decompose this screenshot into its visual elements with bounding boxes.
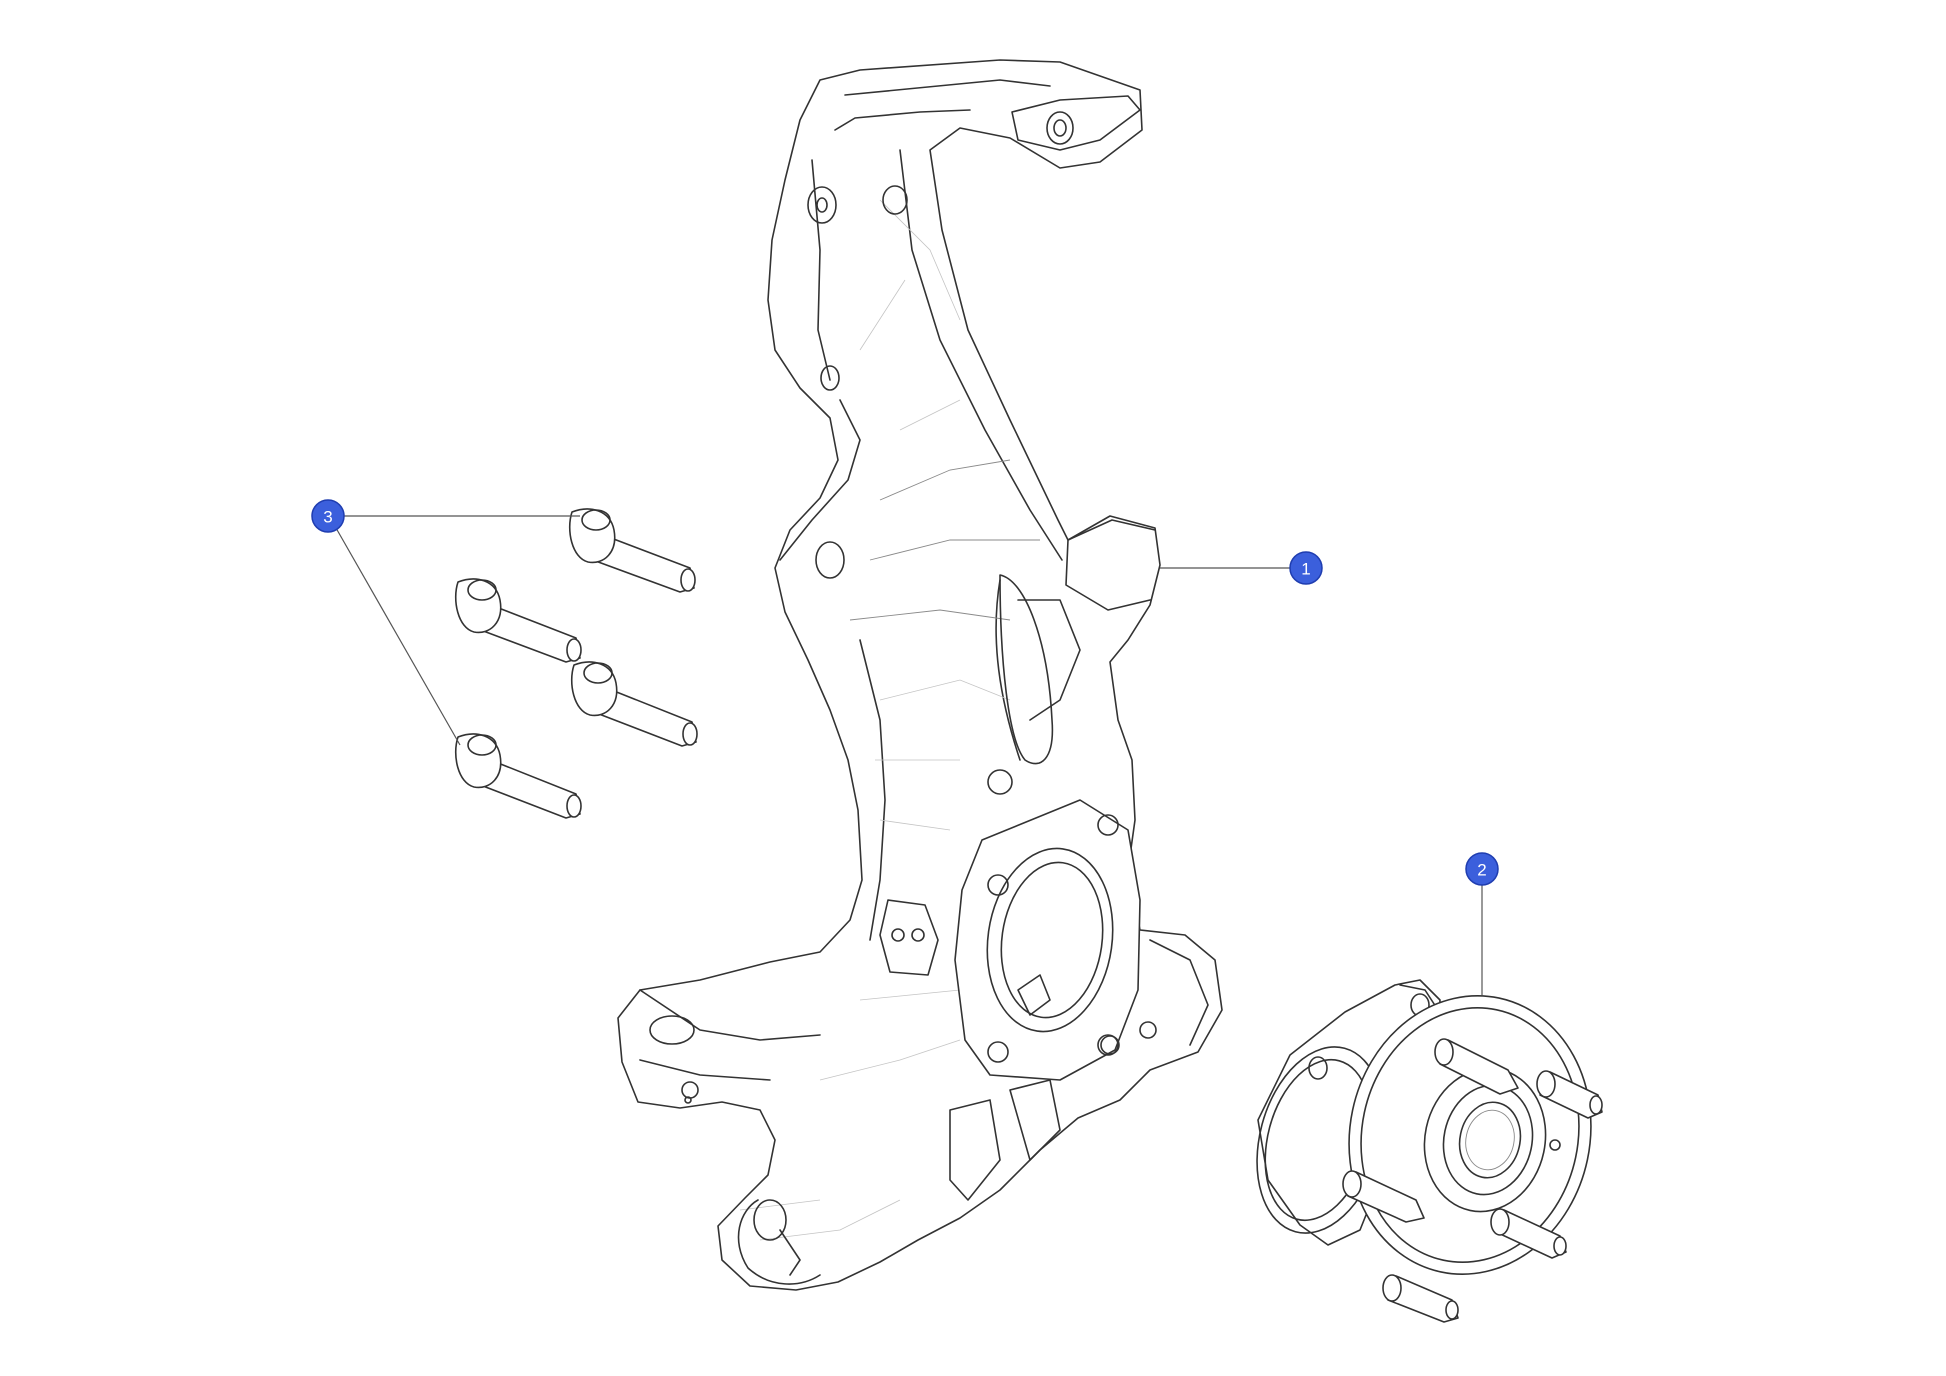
flange-bolt-1 <box>568 508 696 593</box>
wheel-hub-bearing-part <box>1256 979 1603 1323</box>
wheel-stud-1 <box>1434 1038 1519 1095</box>
callout-3-label: 3 <box>323 508 332 527</box>
wheel-stud-2 <box>1536 1070 1603 1119</box>
wheel-stud-5 <box>1382 1274 1459 1323</box>
flange-bolt-2 <box>454 578 582 663</box>
callout-3[interactable]: 3 <box>311 499 345 533</box>
callout-1-label: 1 <box>1301 560 1310 579</box>
callout-2[interactable]: 2 <box>1465 852 1499 886</box>
flange-bolt-4 <box>454 733 582 819</box>
wheel-stud-4 <box>1490 1208 1567 1259</box>
wheel-stud-3 <box>1342 1170 1425 1223</box>
steering-knuckle-part <box>617 59 1223 1291</box>
callout-2-label: 2 <box>1477 861 1486 880</box>
callout-1[interactable]: 1 <box>1289 551 1323 585</box>
flange-bolt-3 <box>570 661 698 747</box>
leader-line-3b <box>335 527 461 746</box>
flange-bolts-part <box>454 508 698 819</box>
leader-lines <box>335 515 1483 995</box>
